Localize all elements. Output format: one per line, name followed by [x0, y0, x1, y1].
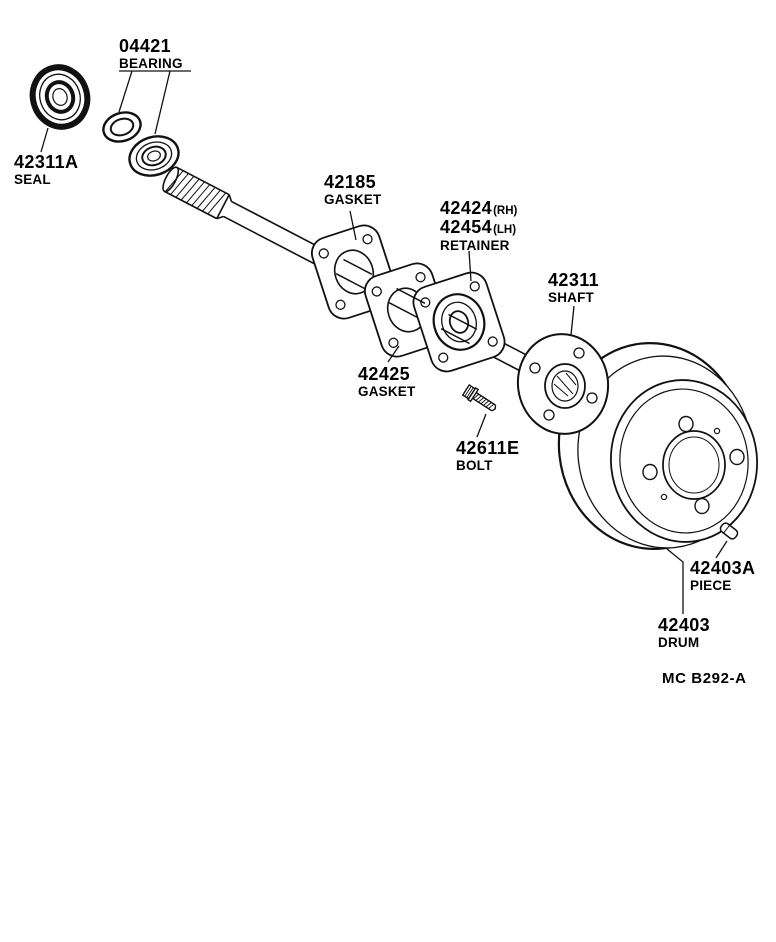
label-piece: 42403A PIECE — [690, 558, 756, 594]
retainer-drawing — [412, 271, 506, 373]
part-desc-piece: PIECE — [690, 578, 732, 594]
piece-drawing — [719, 522, 739, 540]
seal-drawing — [29, 64, 91, 130]
part-desc-shaft: SHAFT — [548, 290, 594, 306]
hub-bolt-drawing — [461, 383, 497, 412]
part-number-shaft: 42311 — [548, 270, 600, 290]
part-number-seal: 42311A — [14, 152, 79, 172]
label-seal: 42311A SEAL — [14, 152, 79, 188]
part-desc-drum: DRUM — [658, 635, 700, 651]
part-number-gasket-front: 42185 — [324, 172, 377, 192]
part-desc-bearing: BEARING — [119, 56, 183, 72]
bolt-thread-hatch — [473, 393, 495, 409]
bearing-small-drawing — [102, 111, 142, 143]
label-bolt: 42611E BOLT — [456, 438, 520, 474]
part-desc-gasket-rear: GASKET — [358, 384, 416, 400]
label-gasket-front: 42185 GASKET — [324, 172, 382, 208]
axle-flange-drawing — [516, 333, 610, 435]
label-bearing: 04421 BEARING — [119, 36, 183, 72]
spline-hatch — [165, 170, 226, 214]
part-number-retainer-rh: 42424 — [440, 198, 493, 218]
part-desc-bolt: BOLT — [456, 458, 493, 474]
part-desc-gasket-front: GASKET — [324, 192, 382, 208]
bearing-large-drawing — [128, 135, 180, 177]
part-number-bearing: 04421 — [119, 36, 172, 56]
part-number-gasket-rear: 42425 — [358, 364, 411, 384]
part-number-drum: 42403 — [658, 615, 711, 635]
label-drum: 42403 DRUM — [658, 615, 711, 651]
hub-spline-hatch — [553, 372, 577, 397]
leader-lines — [40, 70, 728, 614]
label-retainer: 42424(RH) 42454(LH) RETAINER — [440, 198, 518, 253]
retainer-rh-suffix: (RH) — [493, 205, 518, 217]
part-desc-seal: SEAL — [14, 172, 51, 188]
part-number-piece: 42403A — [690, 558, 756, 578]
label-gasket-rear: 42425 GASKET — [358, 364, 416, 400]
retainer-lh-suffix: (LH) — [493, 224, 517, 237]
retainer-lh-line: 42454(LH) — [440, 217, 517, 238]
part-desc-retainer: RETAINER — [440, 237, 510, 253]
shaft-through-segments — [335, 258, 478, 345]
part-number-bolt: 42611E — [456, 438, 520, 458]
part-number-retainer-lh: 42454 — [440, 217, 493, 238]
figure-code: MC B292-A — [662, 670, 747, 687]
retainer-rh-line: 42424(RH) — [440, 198, 518, 218]
label-shaft: 42311 SHAFT — [548, 270, 600, 306]
